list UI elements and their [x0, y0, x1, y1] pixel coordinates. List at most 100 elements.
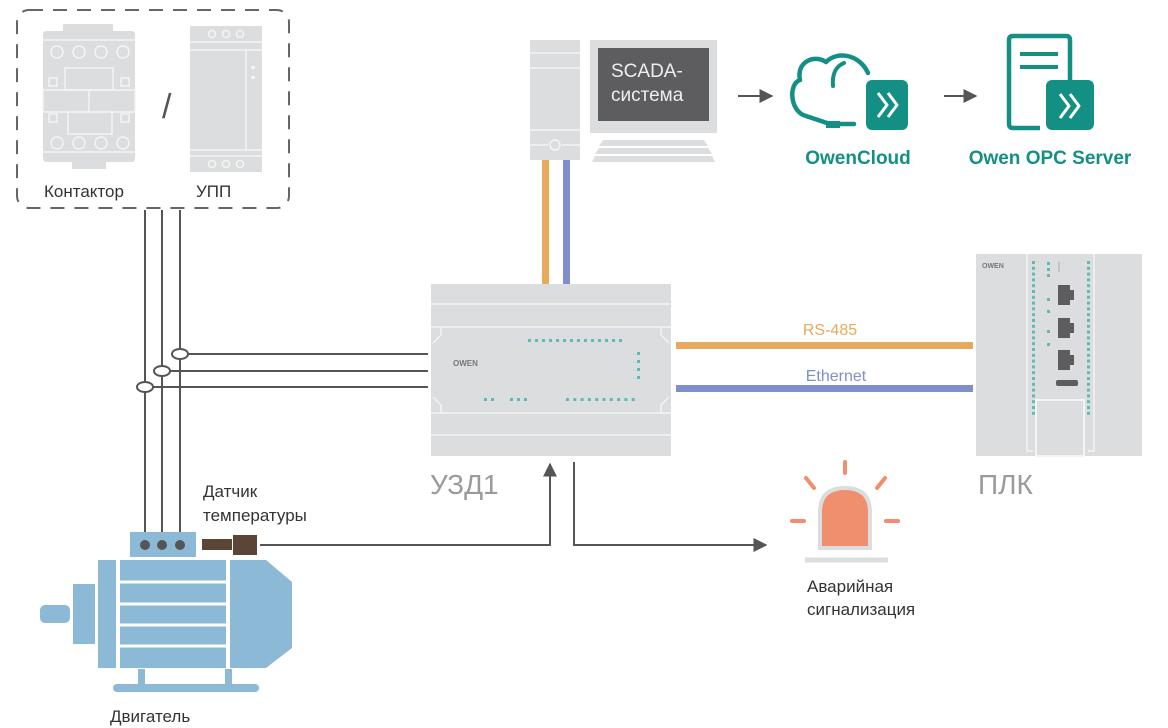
- current-transformer-icon: [171, 348, 189, 360]
- led-dot: [563, 339, 566, 342]
- led-dot: [624, 398, 628, 401]
- led-dot: [605, 339, 608, 342]
- plc-led-indicators: [1032, 261, 1090, 415]
- led-dot: [1032, 342, 1035, 346]
- led-dot: [1032, 319, 1035, 322]
- led-dot: [1087, 272, 1090, 276]
- led-dot: [1087, 394, 1090, 398]
- led-dot: [528, 339, 531, 342]
- led-dot: [580, 398, 584, 401]
- led-dot: [573, 398, 577, 401]
- led-dot: [1087, 319, 1090, 322]
- led-dot: [1087, 388, 1090, 392]
- led-dot: [598, 339, 601, 342]
- monitor-screen: [598, 48, 709, 121]
- led-dot: [1032, 365, 1035, 369]
- led-dot: [1047, 330, 1050, 333]
- led-dot: [542, 339, 545, 342]
- led-dot: [637, 352, 640, 355]
- keyboard-icon: [592, 140, 715, 162]
- led-dot: [1087, 330, 1090, 334]
- led-dot: [1032, 371, 1035, 375]
- led-dot: [587, 398, 591, 401]
- led-dot: [1087, 261, 1090, 264]
- led-dot: [1087, 278, 1090, 282]
- led-dot: [1087, 342, 1090, 346]
- led-dot: [637, 360, 640, 363]
- alarm-signal-arrow: [573, 462, 768, 552]
- current-transformer-icon: [153, 365, 171, 377]
- plc-device: OWEN: [976, 254, 1142, 457]
- switching-group: / Контактор УПП: [16, 9, 290, 209]
- led-dot: [535, 339, 538, 342]
- opc-server-icon: [1006, 33, 1094, 131]
- led-dot: [1087, 411, 1090, 415]
- led-dot: [1032, 290, 1035, 293]
- led-dot: [1032, 353, 1035, 357]
- alarm-beacon-icon: [790, 460, 900, 563]
- led-dot: [1087, 290, 1090, 293]
- owencloud-icon: [790, 53, 908, 130]
- led-dot: [1032, 301, 1035, 305]
- led-dot: [524, 398, 527, 401]
- led-dot: [1032, 324, 1035, 328]
- led-dot: [1032, 266, 1035, 270]
- led-dot: [1032, 400, 1035, 404]
- rs485-link: [676, 342, 973, 349]
- scada-label-line1: SCADA-: [611, 61, 683, 82]
- led-dot: [1032, 307, 1035, 311]
- ethernet-port-icons: [1056, 285, 1078, 386]
- led-dot: [1087, 382, 1090, 386]
- sensor-signal-arrow: [260, 462, 557, 546]
- led-dot: [617, 398, 621, 401]
- led-dot: [1087, 348, 1090, 351]
- alarm-label-line1: Аварийная: [807, 577, 893, 596]
- led-dot: [1087, 377, 1090, 380]
- led-dot: [1032, 406, 1035, 409]
- power-wires: [136, 210, 428, 545]
- led-dot: [549, 339, 552, 342]
- led-dot: [1032, 295, 1035, 299]
- alarm-label-line2: сигнализация: [807, 600, 915, 619]
- soft-starter-label: УПП: [196, 182, 231, 201]
- opc-server-label: Owen OPC Server: [969, 148, 1132, 169]
- motor-icon: [40, 532, 292, 692]
- led-dot: [1087, 359, 1090, 363]
- led-dot: [1032, 336, 1035, 340]
- led-dot: [1032, 284, 1035, 288]
- led-dot: [1087, 301, 1090, 305]
- led-dot: [1032, 377, 1035, 380]
- led-dot: [1087, 295, 1090, 299]
- sensor-label-line2: температуры: [203, 506, 307, 525]
- led-dot: [609, 398, 613, 401]
- temperature-sensor-icon: [202, 535, 257, 555]
- led-dot: [1087, 266, 1090, 270]
- motor-label: Двигатель: [110, 707, 190, 726]
- led-dot: [1087, 313, 1090, 317]
- led-dot: [517, 398, 520, 401]
- led-dot: [577, 339, 580, 342]
- rs485-cable-scada: [542, 160, 549, 284]
- led-dot: [1087, 324, 1090, 328]
- led-dot: [1032, 382, 1035, 386]
- led-dot: [1032, 278, 1035, 282]
- contactor-label: Контактор: [44, 182, 124, 201]
- sensor-label-line1: Датчик: [203, 482, 258, 501]
- rs485-label: RS-485: [803, 322, 857, 339]
- owencloud-label: OwenCloud: [805, 148, 911, 169]
- ethernet-label: Ethernet: [806, 368, 867, 385]
- led-dot: [491, 398, 494, 401]
- led-dot: [631, 398, 635, 401]
- ethernet-cable-scada: [563, 160, 570, 284]
- led-dot: [1087, 336, 1090, 340]
- led-dot: [1032, 313, 1035, 317]
- led-dot: [1087, 406, 1090, 409]
- led-dot: [1047, 274, 1050, 277]
- led-dot: [1087, 371, 1090, 375]
- uzd1-brand-logo: OWEN: [453, 359, 478, 368]
- contactor-icon: [42, 24, 136, 169]
- plc-brand-logo: OWEN: [982, 263, 1004, 270]
- scada-computer: SCADA- система: [530, 40, 717, 162]
- led-dot: [584, 339, 587, 342]
- led-dot: [1047, 298, 1050, 301]
